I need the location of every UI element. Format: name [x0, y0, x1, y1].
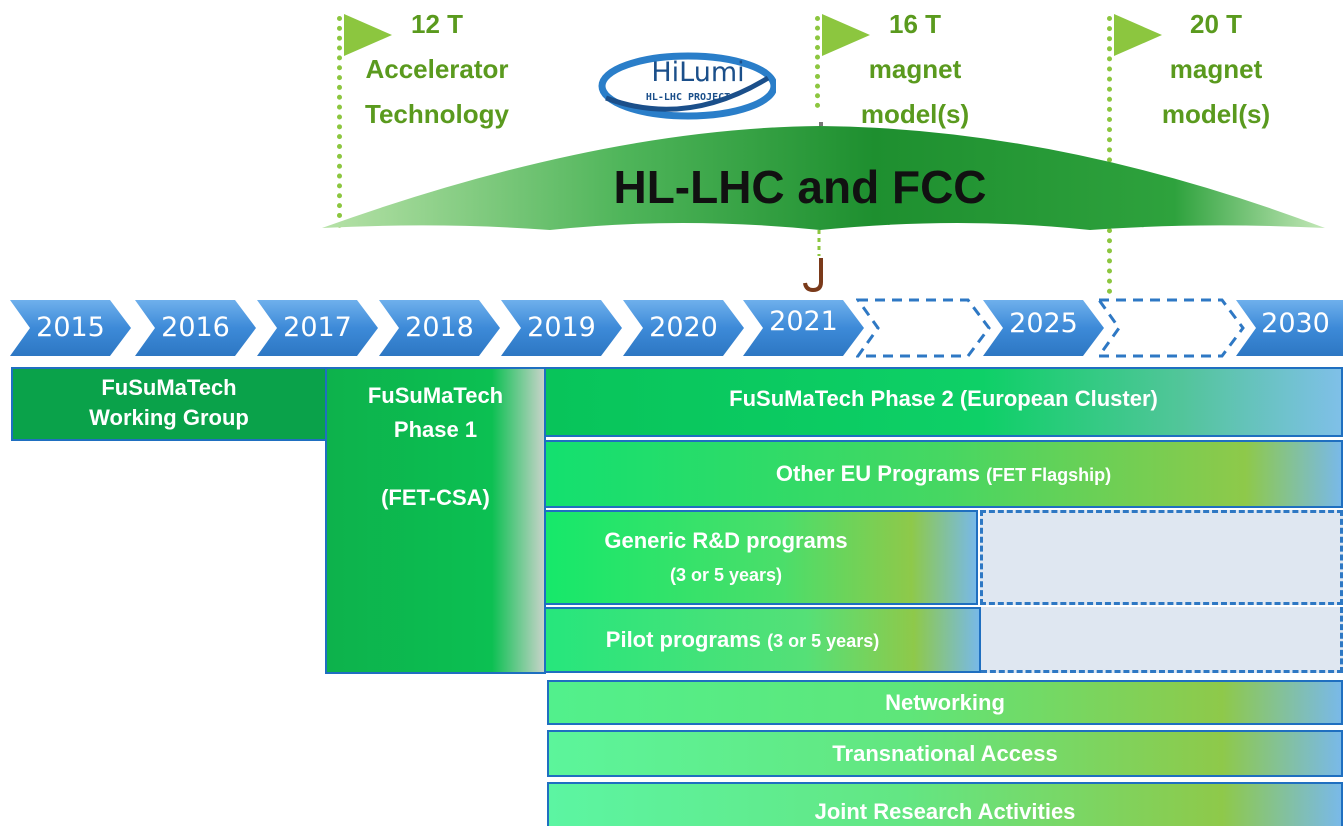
- chevron-dashed-shape: [1096, 298, 1245, 358]
- year-label: 2020: [649, 312, 718, 343]
- hilumi-logo: [598, 52, 776, 120]
- networking-label: Networking: [885, 690, 1005, 715]
- bar-working-group: FuSuMaTech Working Group: [11, 367, 327, 441]
- milestone-line-12t: [337, 16, 342, 228]
- milestone-20t-line2: magnet: [1169, 54, 1263, 84]
- chevron-dashed-shape: [855, 298, 991, 358]
- milestone-16t-line3: model(s): [860, 99, 970, 129]
- timeline-year-2019: 2019: [499, 298, 624, 358]
- jra-label: Joint Research Activities: [814, 799, 1076, 824]
- chevron-shape: [379, 300, 500, 356]
- timeline-year-2015: 2015: [8, 298, 133, 358]
- generic-rd-line2: (3 or 5 years): [669, 565, 783, 585]
- bar-pilot: Pilot programs (3 or 5 years): [544, 607, 981, 673]
- pilot-sub: (3 or 5 years): [767, 631, 880, 651]
- chevron-shape: [983, 300, 1104, 356]
- logo-text: HiLumi: [651, 57, 745, 88]
- generic-rd-line1: Generic R&D programs: [604, 528, 848, 553]
- bar-generic-rd: Generic R&D programs (3 or 5 years): [544, 510, 978, 605]
- umbrella-canopy: [322, 122, 1325, 293]
- pilot-label: Pilot programs: [605, 627, 762, 652]
- timeline-gap-2: [1096, 298, 1245, 358]
- phase2-label: FuSuMaTech Phase 2 (European Cluster): [729, 386, 1158, 411]
- logo-subtext: HL-LHC PROJECT: [645, 92, 731, 103]
- timeline-gap-1: [855, 298, 991, 358]
- timeline-year-2020: 2020: [621, 298, 746, 358]
- year-label: 2019: [527, 312, 596, 343]
- milestone-12t-label: 12 T Accelerator Technology: [362, 2, 512, 137]
- bar-phase1: FuSuMaTech Phase 1 (FET-CSA): [325, 367, 546, 674]
- umbrella-title: HL-LHC and FCC: [613, 161, 987, 213]
- year-label: 2021: [769, 306, 838, 337]
- chevron-shape: [1236, 300, 1343, 356]
- timeline-year-2030: 2030: [1234, 298, 1343, 358]
- milestone-20t-value: 20 T: [1189, 9, 1243, 39]
- phase1-line3: (FET-CSA): [381, 485, 490, 510]
- working-group-line1: FuSuMaTech: [101, 375, 237, 400]
- year-label: 2030: [1261, 308, 1330, 339]
- phase1-line2: Phase 1: [393, 417, 478, 442]
- bar-transnational-access: Transnational Access: [547, 730, 1343, 777]
- milestone-20t-line3: model(s): [1161, 99, 1271, 129]
- milestone-16t-value: 16 T: [888, 9, 942, 39]
- milestone-12t-value: 12 T: [410, 9, 464, 39]
- milestone-flag-16t: [822, 14, 870, 56]
- chevron-shape: [501, 300, 622, 356]
- other-eu-label: Other EU Programs: [775, 461, 981, 486]
- working-group-line2: Working Group: [89, 405, 249, 430]
- milestone-16t-line2: magnet: [868, 54, 962, 84]
- year-label: 2016: [161, 312, 230, 343]
- bar-networking: Networking: [547, 680, 1343, 725]
- milestone-20t-label: 20 T magnet model(s): [1146, 2, 1286, 137]
- milestone-line-20t: [1107, 16, 1112, 294]
- year-label: 2025: [1009, 308, 1078, 339]
- year-label: 2015: [36, 312, 105, 343]
- bar-joint-research: Joint Research Activities: [547, 782, 1343, 826]
- bar-phase2: FuSuMaTech Phase 2 (European Cluster): [544, 367, 1343, 437]
- chevron-shape: [10, 300, 131, 356]
- timeline-year-2018: 2018: [377, 298, 502, 358]
- chevron-shape: [623, 300, 744, 356]
- phase1-line1: FuSuMaTech: [367, 383, 504, 408]
- other-eu-sub: (FET Flagship): [986, 465, 1112, 485]
- chevron-shape: [135, 300, 256, 356]
- bar-other-eu: Other EU Programs (FET Flagship): [544, 440, 1343, 508]
- milestone-flag-12t: [344, 14, 392, 56]
- generic-rd-future-placeholder: [980, 510, 1343, 605]
- milestone-flag-20t: [1114, 14, 1162, 56]
- timeline-year-2016: 2016: [133, 298, 258, 358]
- year-label: 2017: [283, 312, 352, 343]
- timeline-year-2021: 2021: [741, 298, 866, 358]
- timeline-year-2025: 2025: [981, 298, 1106, 358]
- transnational-label: Transnational Access: [832, 741, 1058, 766]
- chevron-shape: [257, 300, 378, 356]
- chevron-shape: [743, 300, 864, 356]
- milestone-16t-label: 16 T magnet model(s): [850, 2, 980, 137]
- milestone-line-16t: [815, 16, 820, 108]
- milestone-12t-line2: Accelerator: [365, 54, 509, 84]
- pilot-future-placeholder: [981, 607, 1343, 673]
- timeline-year-2017: 2017: [255, 298, 380, 358]
- year-label: 2018: [405, 312, 474, 343]
- milestone-12t-line3: Technology: [365, 99, 509, 129]
